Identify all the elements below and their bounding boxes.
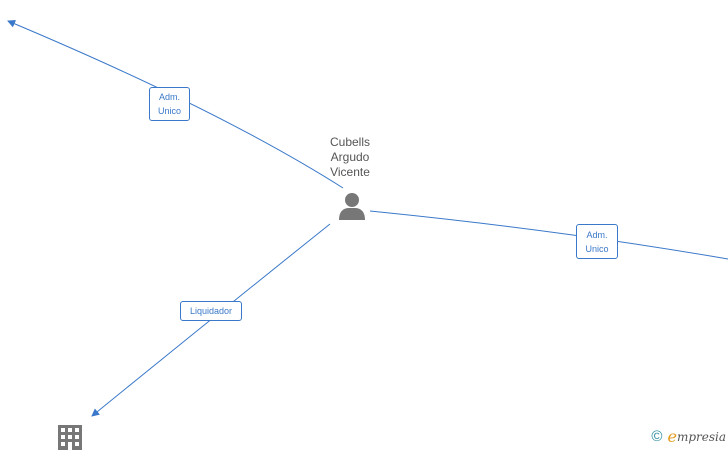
edge-label-line-1: Adm. [158, 92, 180, 102]
edge-label-liquidador[interactable]: Liquidador [180, 301, 242, 321]
person-icon[interactable] [337, 191, 367, 221]
edge-label-adm-unico-right[interactable]: Adm. Unico [576, 224, 618, 259]
edge-label-line-1: Liquidador [189, 306, 233, 316]
empresia-watermark: © e mpresia [651, 427, 726, 446]
edge-label-line-2: Unico [585, 244, 609, 254]
edge-adm-unico-top-left [7, 20, 344, 189]
copyright-icon: © [651, 428, 663, 445]
edge-adm-unico-right [369, 210, 728, 260]
person-name-line-1: Cubells [329, 135, 371, 149]
edge-label-adm-unico-top-left[interactable]: Adm. Unico [149, 87, 190, 121]
person-node-label: Cubells Argudo Vicente [310, 135, 390, 180]
brand-logo-text: mpresia [676, 429, 726, 444]
person-name-line-2: Argudo [330, 150, 370, 164]
edge-label-line-2: Unico [157, 106, 181, 116]
person-name-line-3: Vicente [330, 165, 370, 179]
brand-logo-initial: e [667, 427, 677, 446]
building-icon[interactable] [58, 425, 82, 450]
edge-label-line-1: Adm. [586, 230, 608, 240]
